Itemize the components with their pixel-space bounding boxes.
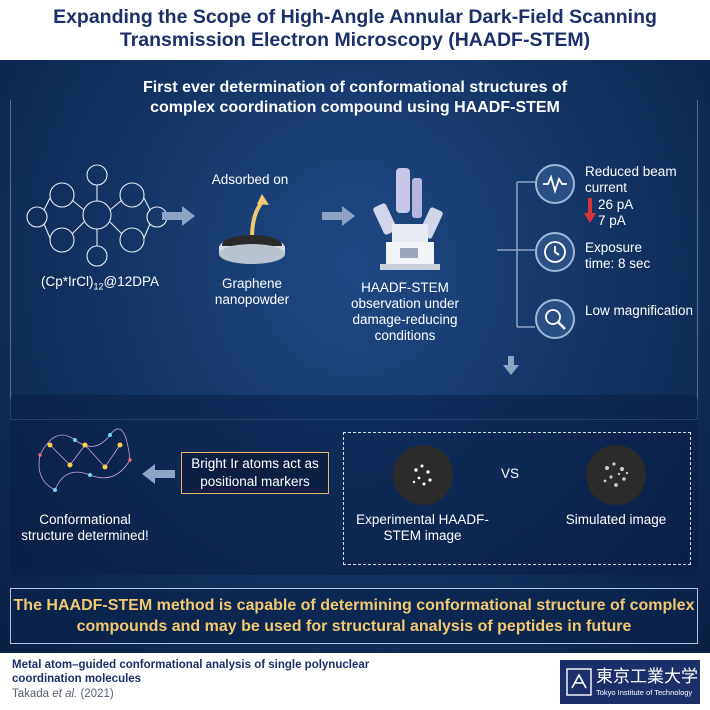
university-logo: 東京工業大学 Tokyo Institute of Technology bbox=[560, 660, 700, 704]
main-title: Expanding the Scope of High-Angle Annula… bbox=[53, 6, 657, 51]
diagram-panel: First ever determination of conformation… bbox=[0, 60, 710, 653]
compound-label: (Cp*IrCl)12@12DPA bbox=[41, 274, 159, 292]
results-band bbox=[10, 395, 698, 575]
marker-box: Bright Ir atoms act as positional marker… bbox=[181, 452, 329, 494]
arrow-down-icon bbox=[503, 356, 519, 375]
clock-icon bbox=[535, 232, 575, 272]
vs-label: VS bbox=[500, 466, 519, 481]
adsorbed-label: Adsorbed on bbox=[211, 172, 289, 187]
microscope-icon bbox=[373, 168, 443, 270]
simulated-label: Simulated image bbox=[565, 512, 667, 527]
bracket-line bbox=[497, 181, 535, 328]
determined-label: Conformational structure determined! bbox=[21, 512, 149, 543]
magnifier-icon bbox=[535, 299, 575, 339]
determined-structure-icon bbox=[38, 428, 132, 492]
graphene-dish-icon bbox=[219, 194, 285, 264]
arrow-down-icon bbox=[584, 198, 596, 223]
stem-label: HAADF-STEM observation under damage-redu… bbox=[350, 280, 460, 343]
beam-from-value: 26 pA bbox=[598, 197, 634, 212]
arrow-right-icon bbox=[162, 206, 195, 226]
logo-subtext: Tokyo Institute of Technology bbox=[596, 688, 693, 697]
beam-current-label: Reduced beam current bbox=[585, 164, 677, 195]
comparison-box bbox=[343, 432, 691, 565]
logo-emblem-icon bbox=[566, 668, 592, 696]
conclusion-box: The HAADF-STEM method is capable of dete… bbox=[10, 588, 698, 644]
simulated-image bbox=[586, 445, 646, 505]
experimental-image bbox=[393, 445, 453, 505]
subtitle: First ever determination of conformation… bbox=[142, 79, 568, 116]
molecule-structure-icon bbox=[26, 164, 168, 267]
graphene-label: Graphene nanopowder bbox=[214, 276, 290, 307]
waveform-icon bbox=[535, 164, 575, 204]
magnification-label: Low magnification bbox=[585, 303, 694, 318]
experimental-label: Experimental HAADF-STEM image bbox=[356, 512, 489, 543]
exposure-label: Exposure time: 8 sec bbox=[585, 240, 651, 271]
citation: Takada et al. (2021) bbox=[12, 688, 114, 700]
logo-text: 東京工業大学 bbox=[596, 667, 698, 686]
beam-to-value: 7 pA bbox=[598, 213, 626, 228]
arrow-left-icon bbox=[142, 464, 175, 484]
arrow-right-icon bbox=[322, 206, 355, 226]
paper-title: Metal atom–guided conformational analysi… bbox=[12, 659, 370, 685]
